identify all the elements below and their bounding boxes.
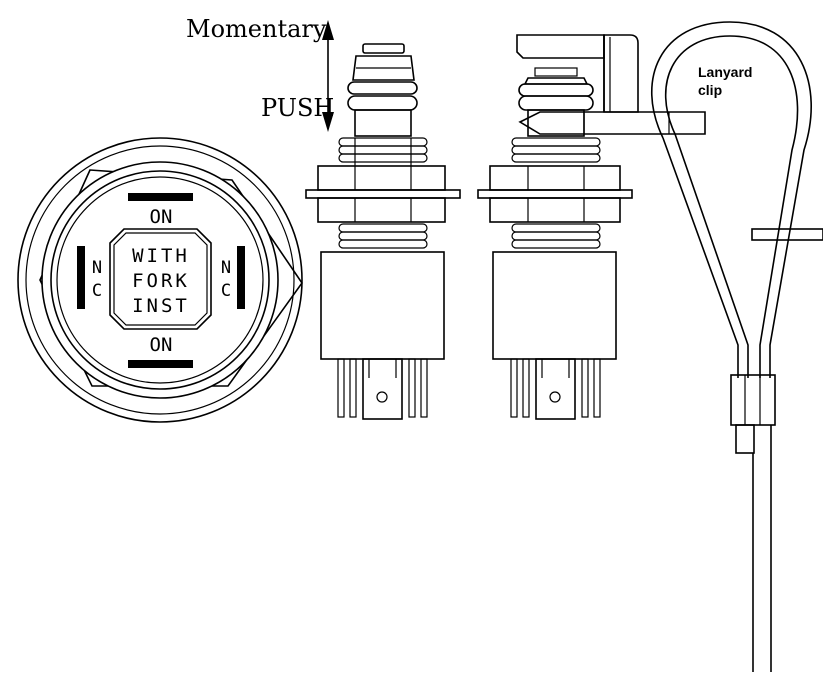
left-c-label: C xyxy=(92,281,102,301)
face-disc xyxy=(50,170,270,390)
right-c-label: C xyxy=(221,281,231,301)
bottom-marker-bar xyxy=(128,360,193,368)
center-label-line2: FORK xyxy=(132,270,190,292)
on-top-label: ON xyxy=(150,206,173,228)
momentary-label: Momentary xyxy=(186,15,327,43)
top-marker-bar xyxy=(128,193,193,201)
left-n-label: N xyxy=(92,258,102,278)
push-label: PUSH xyxy=(261,94,334,122)
on-bottom-label: ON xyxy=(150,334,173,356)
lanyard-label-line1: Lanyard xyxy=(698,64,752,80)
left-marker-bar xyxy=(77,246,85,309)
push-arrow-icon xyxy=(322,20,334,132)
side-view-fork xyxy=(477,34,706,420)
right-marker-bar xyxy=(237,246,245,309)
outer-bezel-inner xyxy=(25,145,295,415)
lanyard-loop xyxy=(650,21,823,672)
lanyard-label-line2: clip xyxy=(698,82,722,98)
right-n-label: N xyxy=(221,258,231,278)
center-label-line1: WITH xyxy=(132,245,190,267)
label-octagon-inner xyxy=(113,232,208,326)
front-face-view: ON ON WITH FORK INST N C N C xyxy=(17,137,303,423)
face-ring xyxy=(41,161,279,399)
side-view-button xyxy=(305,43,461,420)
face-disc-inner xyxy=(56,176,264,384)
hex-nut-outline xyxy=(39,169,303,387)
label-octagon xyxy=(109,228,212,330)
outer-bezel xyxy=(17,137,303,423)
center-label-line3: INST xyxy=(132,295,190,317)
